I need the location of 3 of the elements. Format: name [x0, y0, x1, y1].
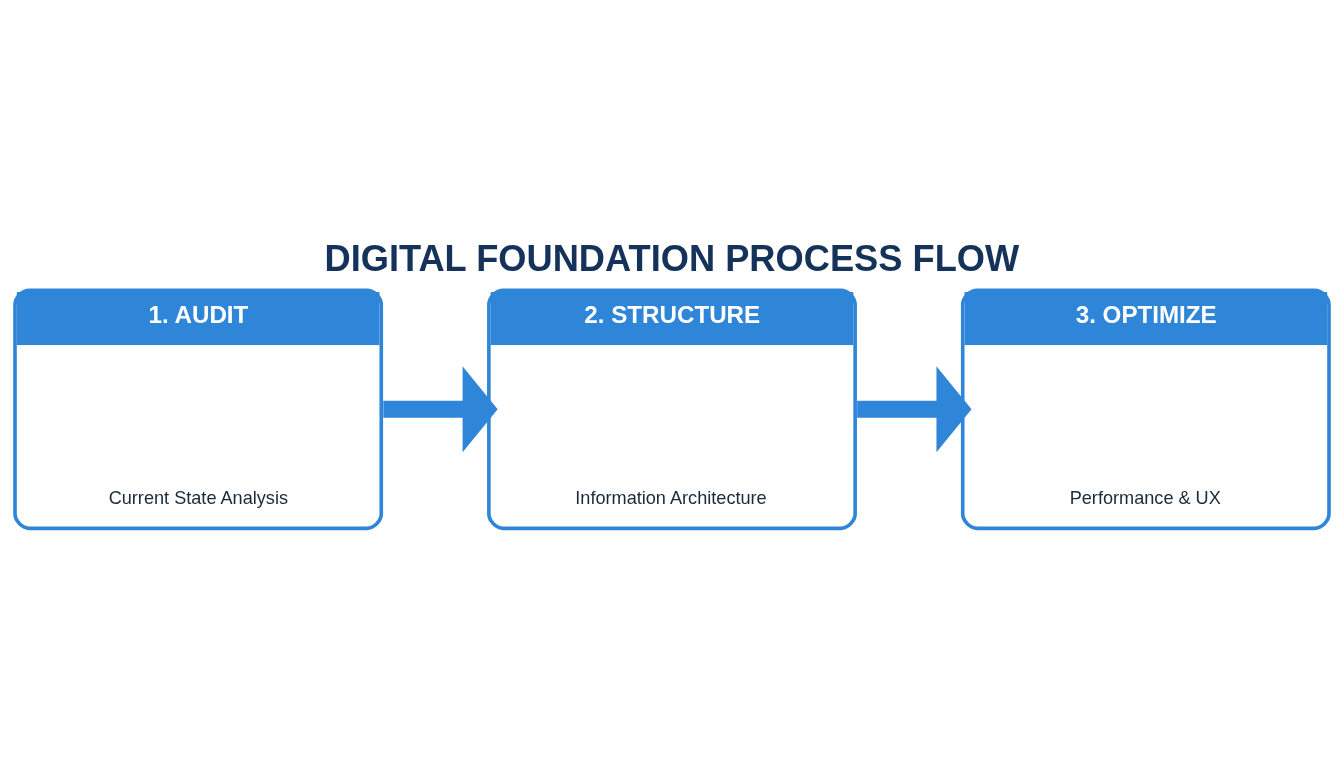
diagram-title: DIGITAL FOUNDATION PROCESS FLOW: [324, 237, 1020, 279]
arrow: [857, 365, 972, 452]
arrow: [383, 365, 498, 452]
